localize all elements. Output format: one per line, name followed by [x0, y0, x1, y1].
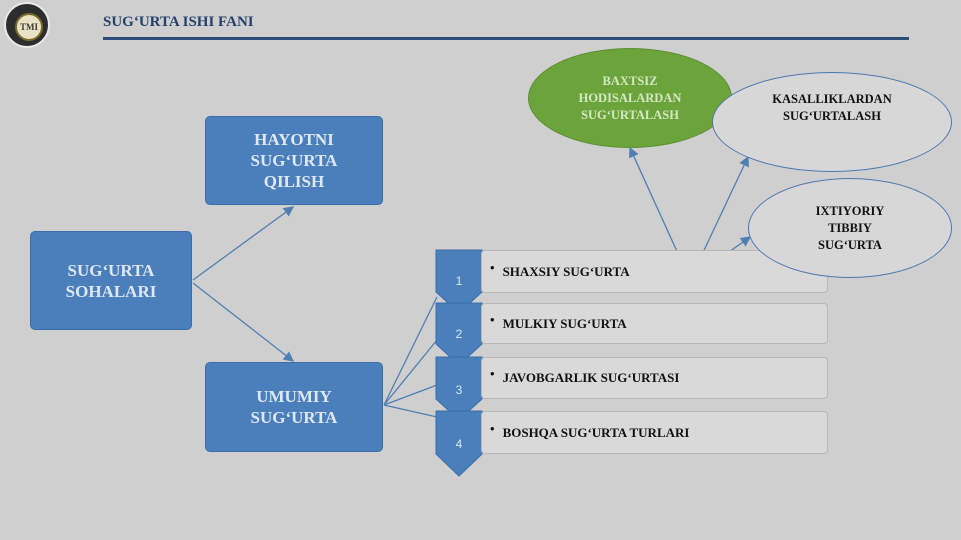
link-umumiy-item2	[383, 339, 438, 406]
ellipse-kasalliklardan: KASALLIKLARDAN SUG‘URTALASH	[712, 72, 952, 172]
chevron-number-1: 1	[455, 274, 463, 288]
list-item-label: SHAXSIY SUG‘URTA	[502, 263, 630, 279]
title-underline	[103, 37, 909, 40]
ellipse-baxtsiz-hodisalardan: BAXTSIZ HODISALARDAN SUG‘URTALASH	[528, 48, 732, 148]
link-umumiy-item4	[383, 404, 438, 418]
list-item-label: BOSHQA SUG‘URTA TURLARI	[502, 424, 690, 440]
logo-emblem: TMI	[15, 13, 43, 41]
link-umumiy-item1	[383, 296, 438, 406]
arrow-to-hayotni	[192, 206, 295, 281]
bullet-marker: •	[490, 259, 495, 275]
list-item-javobgarlik: • JAVOBGARLIK SUG‘URTASI	[481, 357, 828, 399]
box-sugurta-sohalari: SUG‘URTA SOHALARI	[30, 231, 192, 330]
list-item-mulkiy: • MULKIY SUG‘URTA	[481, 303, 828, 344]
box-sugurta-sohalari-label: SUG‘URTA SOHALARI	[65, 260, 157, 301]
box-hayotni-sugurta: HAYOTNI SUG‘URTA QILISH	[205, 116, 383, 205]
page-title: SUG‘URTA ISHI FANI	[103, 14, 254, 30]
arrow-to-umumiy	[192, 282, 295, 362]
box-umumiy-sugurta-label: UMUMIY SUG‘URTA	[250, 387, 338, 427]
list-item-label: MULKIY SUG‘URTA	[502, 315, 627, 331]
institute-logo: TMI	[4, 2, 50, 48]
ellipse-ixtiyoriy-label: IXTIYORIY TIBBIY SUG‘URTA	[815, 203, 885, 252]
chevron-number-4: 4	[455, 437, 463, 451]
box-hayotni-sugurta-label: HAYOTNI SUG‘URTA QILISH	[250, 130, 338, 191]
chevron-3	[435, 356, 483, 421]
box-umumiy-sugurta: UMUMIY SUG‘URTA	[205, 362, 383, 452]
chevron-4	[435, 410, 483, 477]
chevron-number-2: 2	[455, 327, 463, 341]
ellipse-ixtiyoriy-tibbiy: IXTIYORIY TIBBIY SUG‘URTA	[748, 178, 952, 278]
ellipse-kasallik-label: KASALLIKLARDAN SUG‘URTALASH	[772, 92, 892, 123]
link-umumiy-item3	[383, 384, 438, 406]
list-item-boshqa: • BOSHQA SUG‘URTA TURLARI	[481, 411, 828, 454]
list-item-label: JAVOBGARLIK SUG‘URTASI	[502, 370, 680, 385]
bullet-marker: •	[490, 311, 495, 327]
bullet-marker: •	[490, 366, 495, 381]
ellipse-baxtsiz-label: BAXTSIZ HODISALARDAN SUG‘URTALASH	[578, 73, 682, 122]
chevron-number-3: 3	[455, 383, 463, 397]
bullet-marker: •	[490, 420, 495, 436]
chevron-2	[435, 302, 483, 366]
